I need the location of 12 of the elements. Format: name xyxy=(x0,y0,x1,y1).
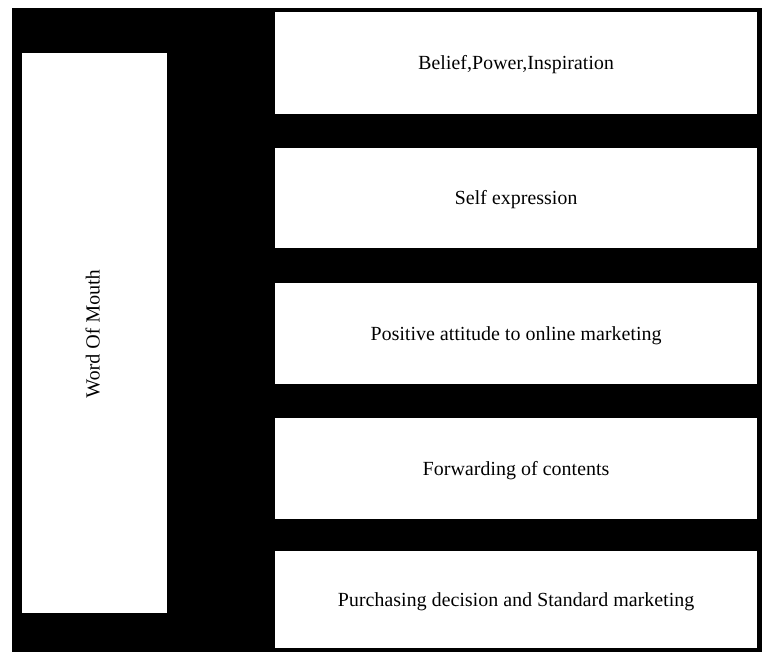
box-label: Word Of Mouth xyxy=(83,268,106,398)
text-box xyxy=(275,148,757,248)
text-box xyxy=(275,283,757,384)
text-box xyxy=(275,12,757,114)
box-label: Forwarding of contents xyxy=(422,456,610,480)
text-box xyxy=(275,418,757,519)
box-label: Purchasing decision and Standard marketing xyxy=(336,588,696,612)
box-label: Self expression xyxy=(454,186,578,210)
box-label: Belief,Power,Inspiration xyxy=(417,51,615,75)
box-label: Positive attitude to online marketing xyxy=(369,322,663,346)
text-box xyxy=(275,551,757,648)
text-box xyxy=(22,53,167,613)
